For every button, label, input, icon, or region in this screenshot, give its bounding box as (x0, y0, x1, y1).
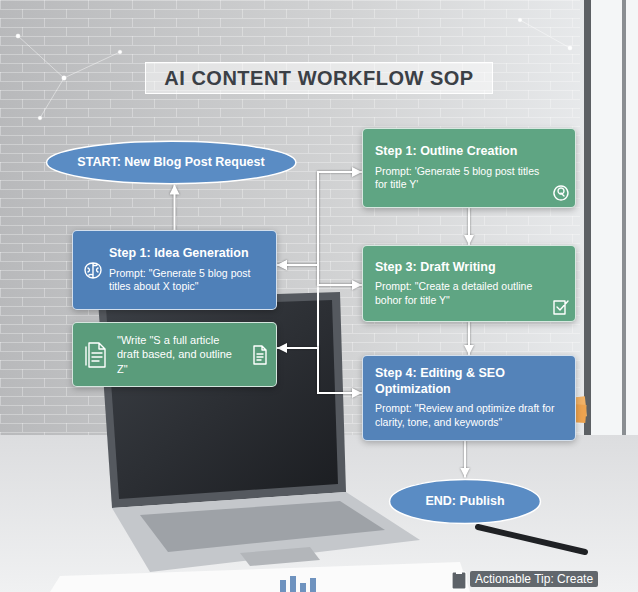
process-box: "Write "S a full article draft based, an… (72, 322, 277, 387)
process-box: Step 3: Draft WritingPrompt: "Create a d… (362, 245, 576, 322)
prompt-text: Prompt: "Generate 5 blog post titles abo… (109, 267, 268, 294)
connector-arrow (174, 185, 176, 231)
connector-arrow (277, 265, 362, 285)
connector-arrow (464, 441, 466, 478)
prompt-text: "Write "S a full article draft based, an… (117, 333, 244, 376)
tip-note: Actionable Tip: Create (470, 571, 598, 587)
process-box: Step 4: Editing & SEO OptimizationPrompt… (362, 355, 576, 441)
step-heading: Step 1: Idea Generation (109, 246, 268, 262)
document-icon (252, 345, 268, 365)
process-box: Step 1: Idea GenerationPrompt: "Generate… (72, 230, 277, 310)
process-box: Step 1: Outline CreationPrompt: 'Generat… (362, 128, 576, 208)
diagram-title: AI CONTENT WORKFLOW SOP (164, 67, 473, 90)
connector-arrow (277, 348, 362, 393)
step-heading: Step 1: Outline Creation (375, 144, 545, 160)
step-heading: Step 3: Draft Writing (375, 260, 545, 276)
step-heading: Step 4: Editing & SEO Optimization (375, 366, 565, 397)
document-icon (85, 342, 107, 368)
terminal-label: END: Publish (425, 494, 504, 509)
prompt-text: Prompt: 'Generate 5 blog post titles for… (375, 165, 545, 192)
connector-arrow (468, 208, 470, 245)
title-box: AI CONTENT WORKFLOW SOP (145, 62, 492, 94)
outline-icon (553, 185, 569, 201)
connector-arrow (277, 172, 362, 265)
terminal-ellipse: END: Publish (388, 478, 542, 525)
prompt-text: Prompt: "Create a detailed outline bohor… (375, 280, 545, 307)
terminal-ellipse: START: New Blog Post Request (44, 140, 298, 185)
terminal-label: START: New Blog Post Request (77, 155, 264, 170)
brain-icon (82, 260, 104, 282)
clipboard-icon (452, 570, 466, 589)
connector-arrow (468, 322, 470, 355)
check-icon (552, 298, 570, 316)
prompt-text: Prompt: "Review and optimize draft for c… (375, 402, 565, 429)
